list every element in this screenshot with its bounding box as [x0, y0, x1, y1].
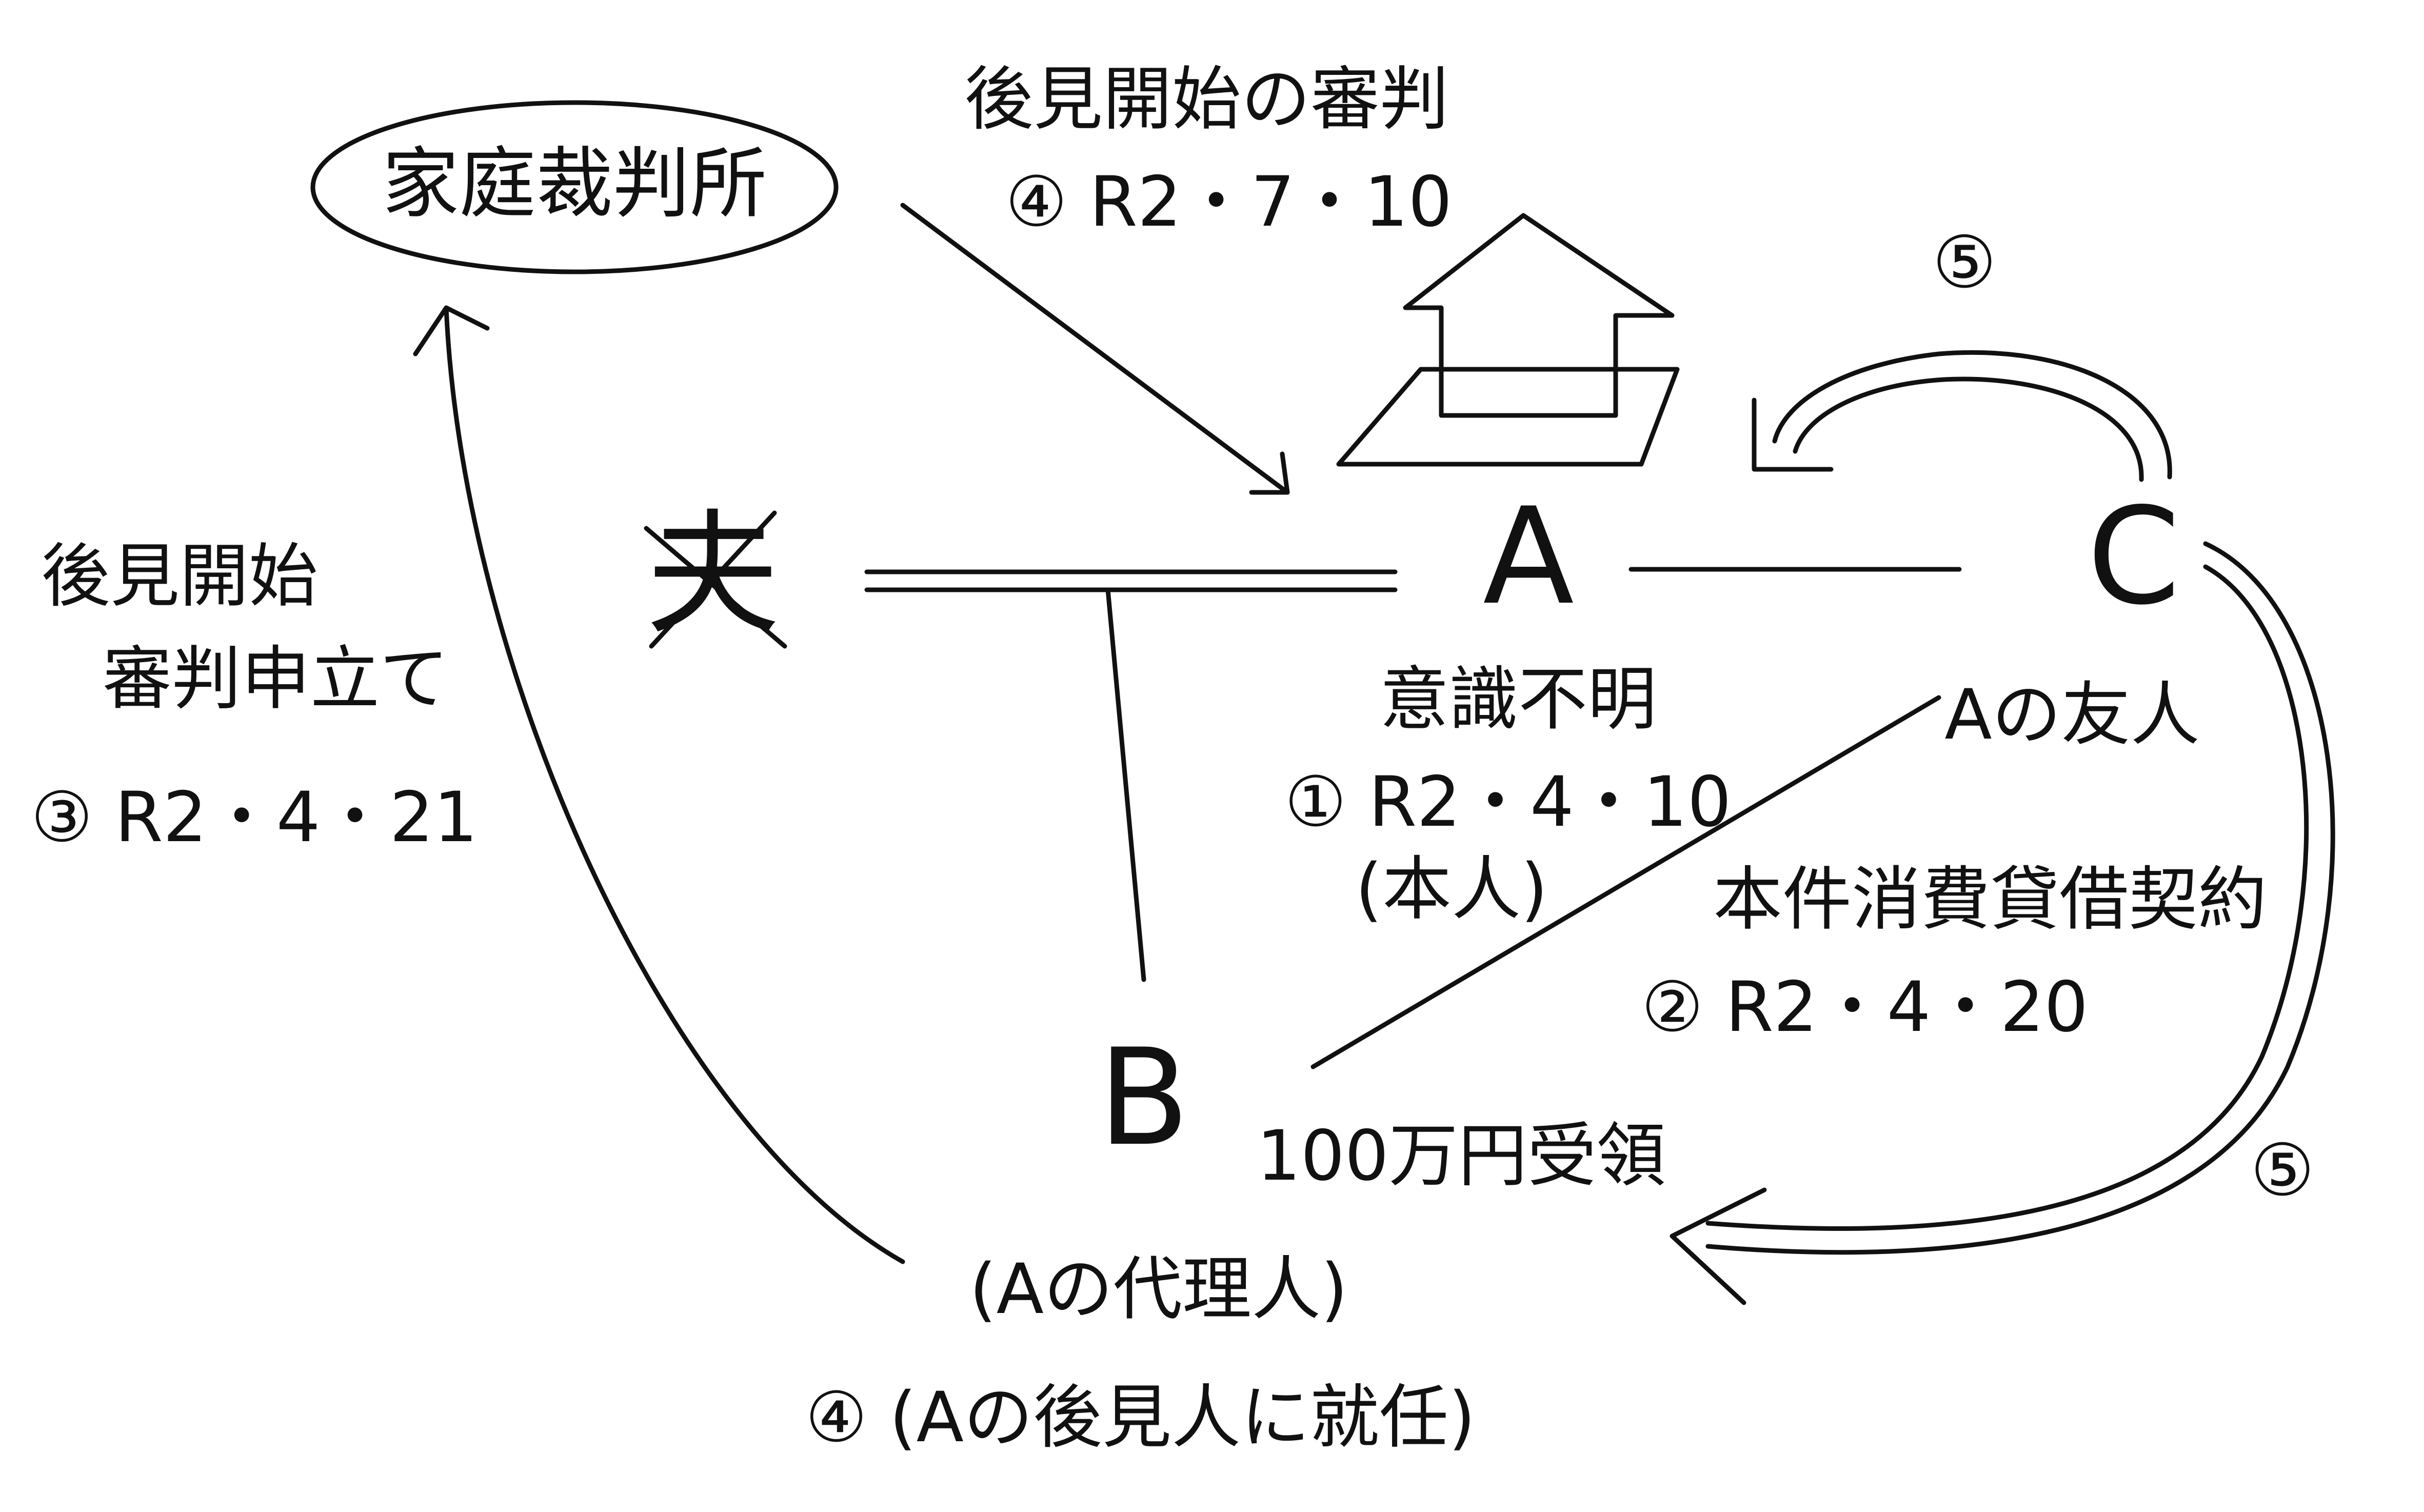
petition-line2: 審判申立て	[103, 639, 449, 719]
petition-arrow-line	[444, 305, 905, 1264]
step5-right-label: ⑤	[2250, 1129, 2315, 1212]
a-condition: 意識不明	[1380, 659, 1657, 740]
deceased-husband: 夫	[644, 498, 787, 652]
b-role: (Aの代理人)	[969, 1249, 1348, 1329]
step5-top-label: ⑤	[1932, 221, 1997, 305]
contract-date: ② R2・4・20	[1641, 967, 2088, 1047]
petition-date: ③ R2・4・21	[31, 777, 478, 858]
node-c: C	[2087, 480, 2180, 634]
decision-date: ④ R2・7・10	[1005, 162, 1452, 242]
court-label: 家庭裁判所	[382, 140, 767, 229]
decision-arrow-head	[1249, 451, 1290, 495]
step5-right-arc-inner	[1705, 564, 2309, 1231]
node-b: B	[1098, 1021, 1189, 1176]
decision-arrow-line	[900, 203, 1290, 495]
step5-right-arrow-head	[1670, 1187, 1767, 1305]
court-node: 家庭裁判所	[310, 100, 839, 274]
step5-right-arrow: ⑤	[1670, 541, 2335, 1305]
land-parallelogram	[1336, 367, 1680, 467]
house-shape	[1403, 213, 1675, 418]
child-line	[1105, 587, 1146, 982]
cross-line-2	[649, 510, 777, 649]
node-a: A	[1483, 480, 1575, 634]
step5-top-arc-inner	[1793, 376, 2144, 482]
a-condition-note: (本人)	[1355, 849, 1547, 929]
a-condition-date: ① R2・4・10	[1284, 762, 1731, 842]
petition-line1: 後見開始	[41, 536, 318, 616]
contract-line	[1310, 695, 1941, 1069]
step5-top-arrow-head	[1752, 397, 1834, 472]
c-relation: Aの友人	[1944, 674, 2199, 755]
court-ellipse	[310, 100, 839, 274]
petition-arrow-head	[413, 305, 490, 356]
house-land-icon	[1336, 213, 1680, 467]
decision-label: 後見開始の審判	[964, 59, 1449, 140]
contract-label: 本件消費貸借契約	[1713, 859, 2267, 940]
step5-right-arc-outer	[1705, 541, 2335, 1255]
step5-top-arc-outer	[1772, 350, 2172, 480]
b-appointment: ④ (Aの後見人に就任)	[805, 1377, 1476, 1458]
step5-top-arrow: ⑤	[1752, 221, 2172, 482]
decision-arrow	[900, 203, 1290, 495]
cross-line-1	[644, 526, 787, 649]
petition-arrow	[413, 305, 905, 1264]
money-received: 100万円受領	[1257, 1116, 1666, 1196]
